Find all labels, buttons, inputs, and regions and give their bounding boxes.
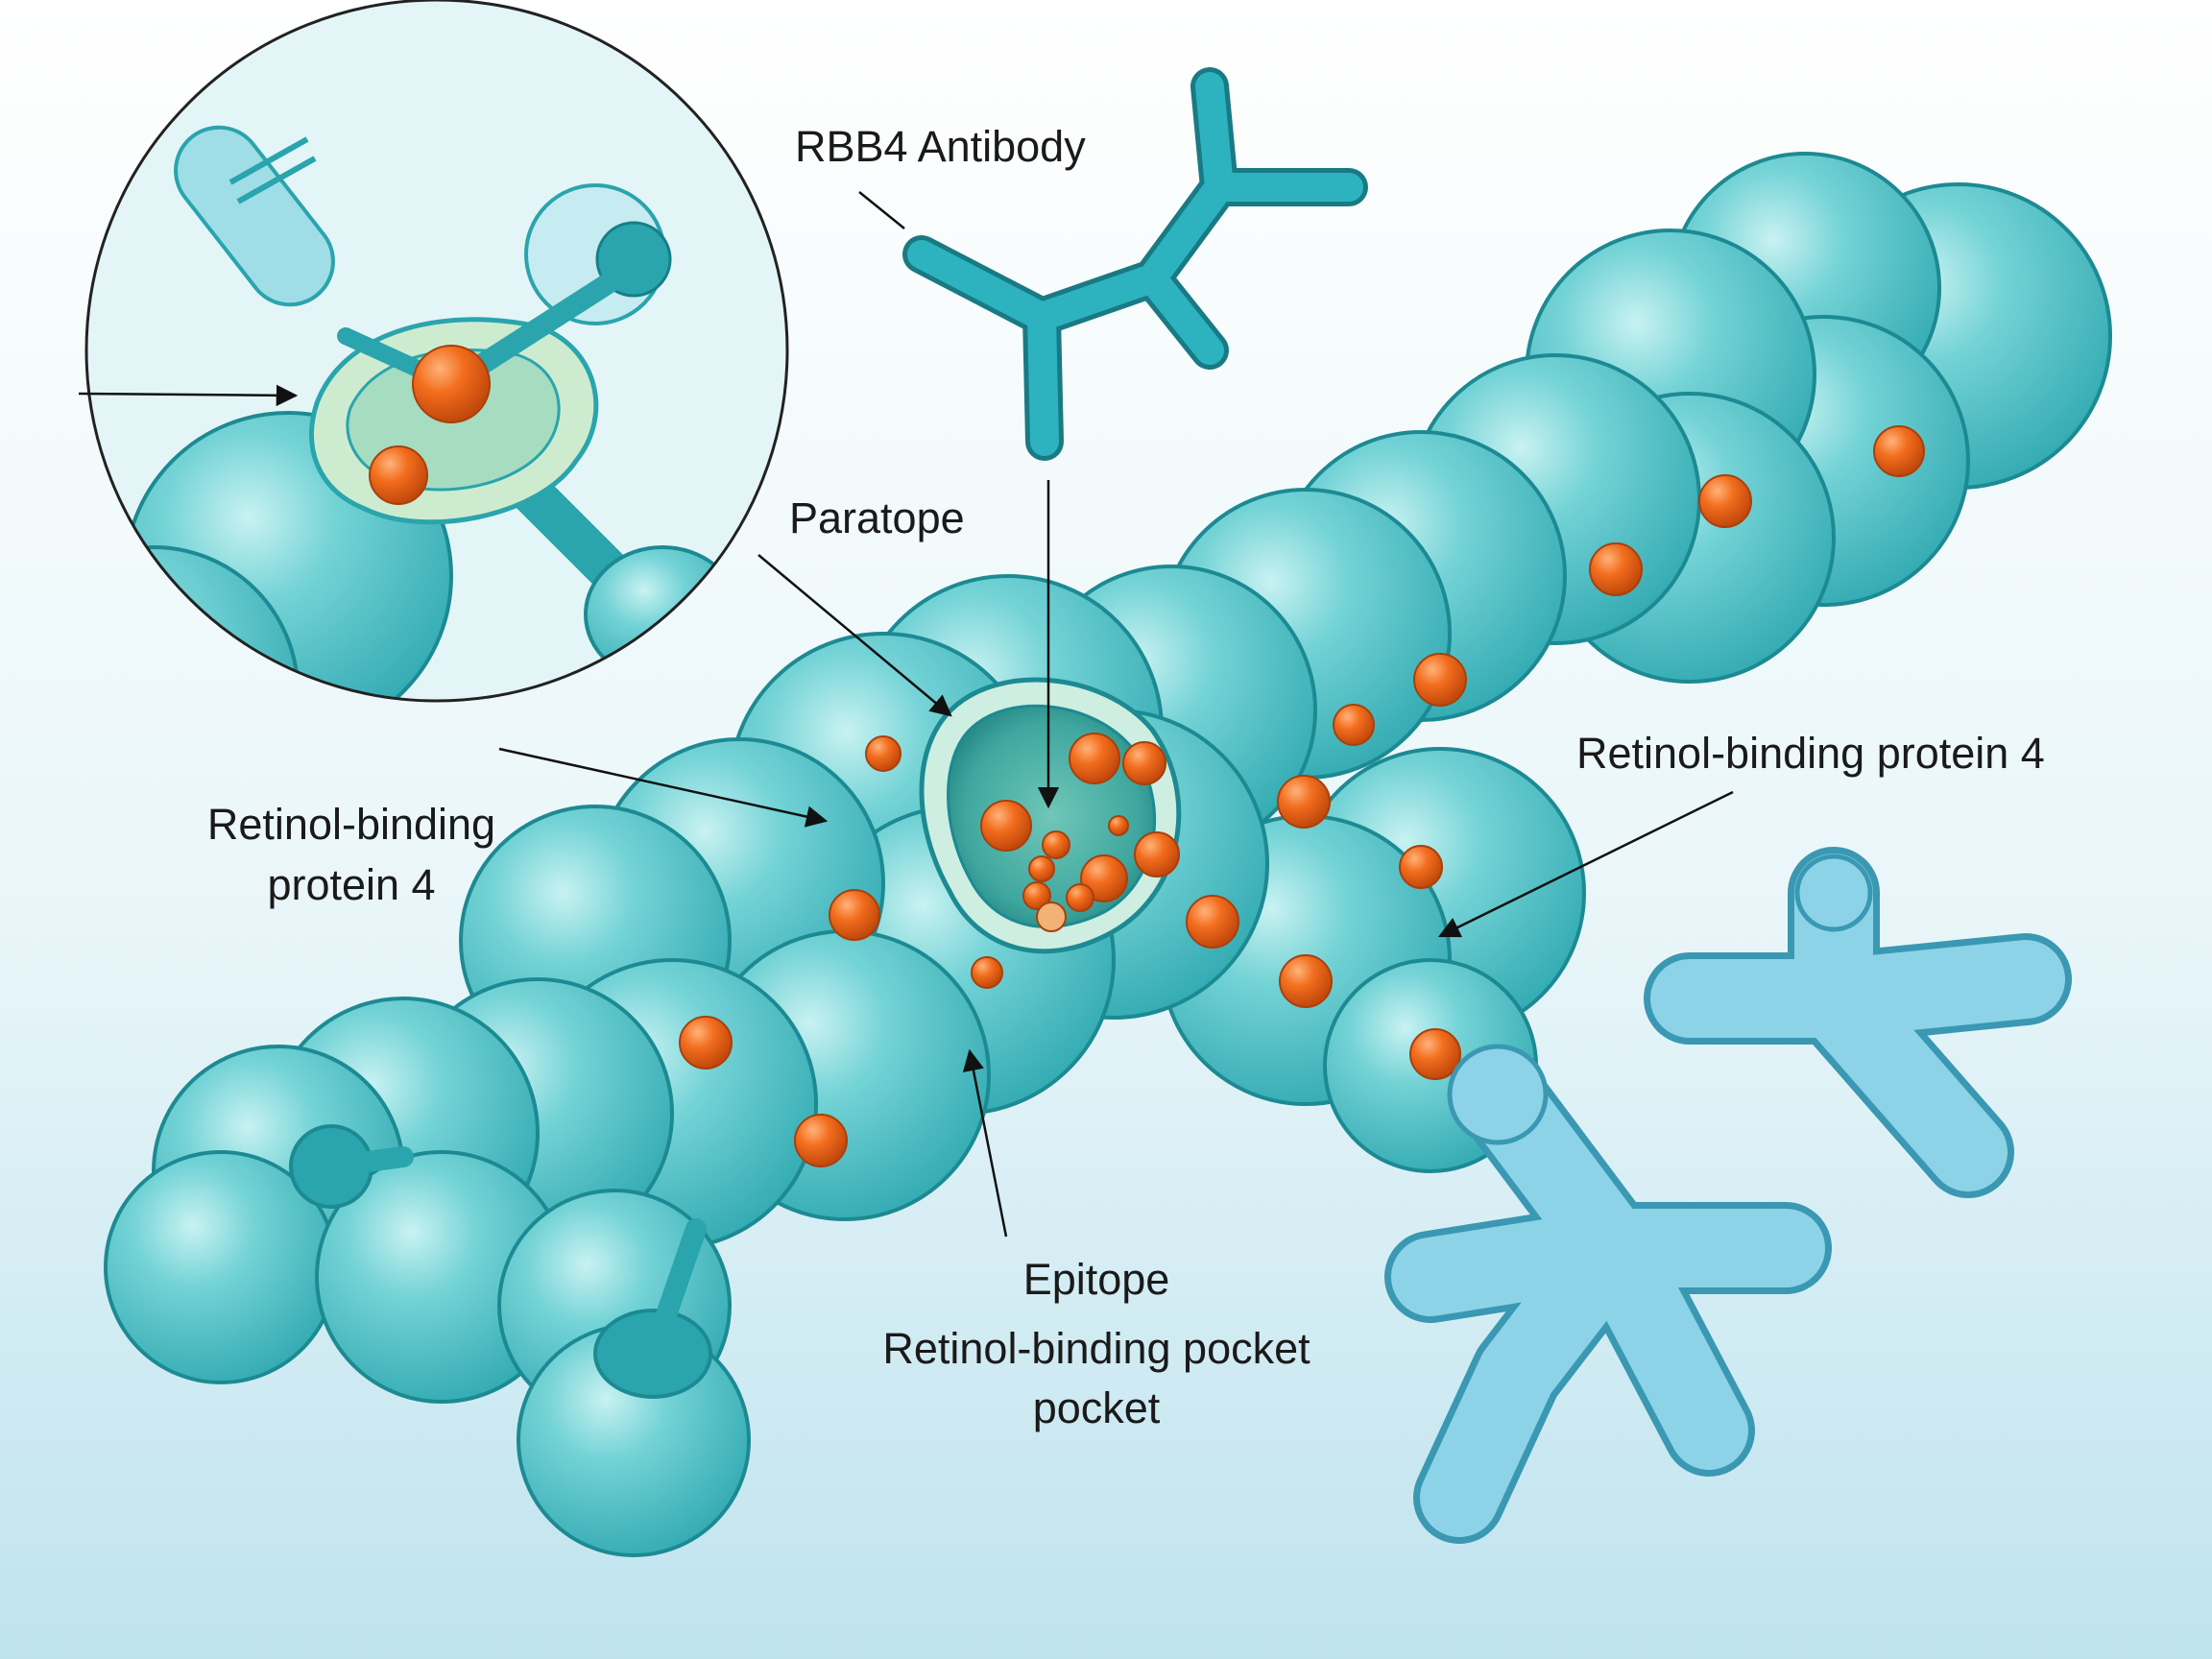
label-antibody: RBB4 Antibody [795, 122, 1086, 171]
zoom-inset [84, 0, 789, 703]
residue [679, 1016, 733, 1070]
secondary-antibody-icon [1384, 847, 2072, 1544]
retinol-ligand-icon [174, 125, 335, 307]
residue [1413, 653, 1467, 707]
rbp4-protein-main [104, 152, 2112, 1557]
label-protein-left-line2: protein 4 [267, 860, 435, 909]
protein-left-arrow [498, 747, 829, 828]
surface-residues [679, 425, 1925, 1167]
leader-lines [78, 191, 1734, 1238]
residue [1873, 425, 1925, 477]
rbb4-antibody-icon [902, 67, 1368, 461]
residue [1122, 741, 1166, 785]
residue [1186, 895, 1239, 949]
residue [1069, 733, 1120, 784]
label-paratope: Paratope [789, 493, 965, 542]
residue [1028, 855, 1055, 882]
residue [1698, 474, 1752, 528]
residue [1134, 831, 1180, 878]
residue [1589, 542, 1643, 596]
residue [1022, 881, 1051, 910]
inset-arrow [78, 384, 299, 407]
protein-right-arrow [1437, 790, 1734, 938]
residue [1333, 704, 1375, 746]
residue [1399, 845, 1443, 889]
residue [829, 889, 880, 941]
residue [1108, 815, 1129, 836]
antibody-leader [858, 191, 905, 229]
residue [1279, 954, 1333, 1008]
paratope-arrow [757, 554, 952, 717]
residue [865, 735, 902, 772]
label-epitope: Epitope [1023, 1255, 1170, 1304]
residue [794, 1114, 848, 1167]
residue [971, 956, 1003, 989]
label-pocket-line2: pocket [1033, 1383, 1161, 1432]
residue [1080, 854, 1128, 902]
labels: RBB4 Antibody Paratope Retinol-binding p… [207, 122, 2045, 1432]
residue [1277, 775, 1331, 829]
residue [1042, 830, 1070, 859]
epitope-arrow [962, 1048, 1008, 1238]
label-protein-left-line1: Retinol-binding [207, 800, 495, 849]
residue [1036, 902, 1067, 932]
label-pocket-line1: Retinol-binding pocket [882, 1324, 1310, 1373]
residue [1409, 1028, 1461, 1080]
residue [980, 800, 1032, 852]
label-protein-right: Retinol-binding protein 4 [1576, 729, 2045, 778]
residue [1066, 883, 1094, 912]
